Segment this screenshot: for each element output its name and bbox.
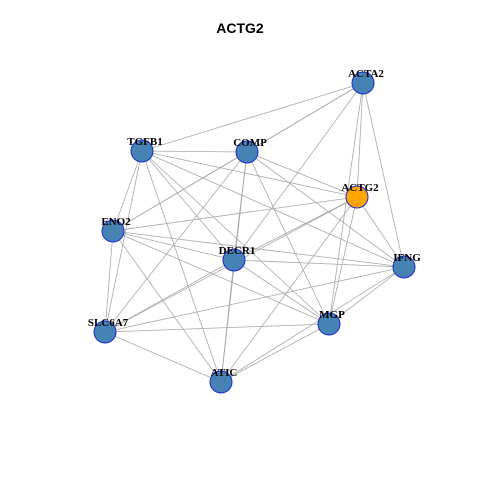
edge-tgfb1-actg2: [141, 150, 358, 198]
edge-mgp-atic: [220, 323, 330, 383]
edge-tgfb1-mgp: [141, 150, 330, 325]
node-label-mgp: MGP: [319, 309, 345, 321]
edge-slc6a7-atic: [104, 331, 222, 383]
node-label-tgfb1: TGFB1: [127, 136, 162, 148]
edge-tgfb1-slc6a7: [104, 150, 143, 333]
node-actg2: [345, 185, 369, 209]
edge-tgfb1-atic: [141, 150, 222, 383]
edge-actg2-decr1: [233, 196, 358, 261]
edge-decr1-mgp: [233, 259, 330, 325]
node-ifng: [392, 255, 416, 279]
node-decr1: [222, 248, 246, 272]
edge-decr1-ifng: [233, 259, 405, 268]
edge-decr1-atic: [220, 259, 235, 383]
node-slc6a7: [93, 320, 117, 344]
edge-acta2-actg2: [356, 82, 364, 198]
edge-acta2-decr1: [233, 82, 364, 261]
node-label-eno2: ENO2: [101, 216, 131, 228]
edge-layer: [104, 82, 405, 383]
edge-actg2-eno2: [112, 196, 358, 232]
edge-tgfb1-comp: [141, 150, 248, 153]
node-acta2: [351, 71, 375, 95]
edge-acta2-ifng: [362, 82, 405, 268]
node-label-decr1: DECR1: [219, 245, 256, 257]
edge-ifng-slc6a7: [104, 266, 405, 333]
figure-title: ACTG2: [216, 20, 264, 36]
edge-actg2-mgp: [328, 196, 358, 325]
edge-comp-slc6a7: [104, 151, 248, 333]
node-atic: [209, 370, 233, 394]
edge-comp-ifng: [246, 151, 405, 268]
edge-comp-actg2: [246, 151, 358, 198]
edge-comp-eno2: [112, 151, 248, 232]
node-mgp: [317, 312, 341, 336]
edge-acta2-tgfb1: [141, 82, 364, 152]
node-layer: [93, 71, 416, 394]
node-comp: [235, 140, 259, 164]
node-label-ifng: IFNG: [393, 252, 421, 264]
edge-eno2-ifng: [112, 230, 405, 268]
node-tgfb1: [130, 139, 154, 163]
edge-eno2-slc6a7: [104, 230, 114, 333]
node-label-atic: ATIC: [211, 367, 238, 379]
edge-actg2-atic: [220, 196, 358, 383]
edge-comp-mgp: [246, 151, 330, 325]
node-label-slc6a7: SLC6A7: [88, 317, 129, 329]
edge-tgfb1-eno2: [112, 150, 143, 232]
node-eno2: [101, 219, 125, 243]
node-label-actg2: ACTG2: [341, 182, 379, 194]
edge-actg2-ifng: [356, 196, 405, 268]
edge-eno2-mgp: [112, 230, 330, 325]
edge-slc6a7-mgp: [104, 323, 330, 333]
node-label-acta2: ACTA2: [348, 68, 384, 80]
edge-eno2-atic: [112, 230, 222, 383]
edge-decr1-slc6a7: [104, 259, 235, 333]
edge-tgfb1-decr1: [141, 150, 235, 261]
node-label-comp: COMP: [233, 137, 267, 149]
edge-acta2-mgp: [328, 82, 364, 325]
edge-eno2-decr1: [112, 230, 235, 261]
edge-ifng-mgp: [328, 266, 405, 325]
